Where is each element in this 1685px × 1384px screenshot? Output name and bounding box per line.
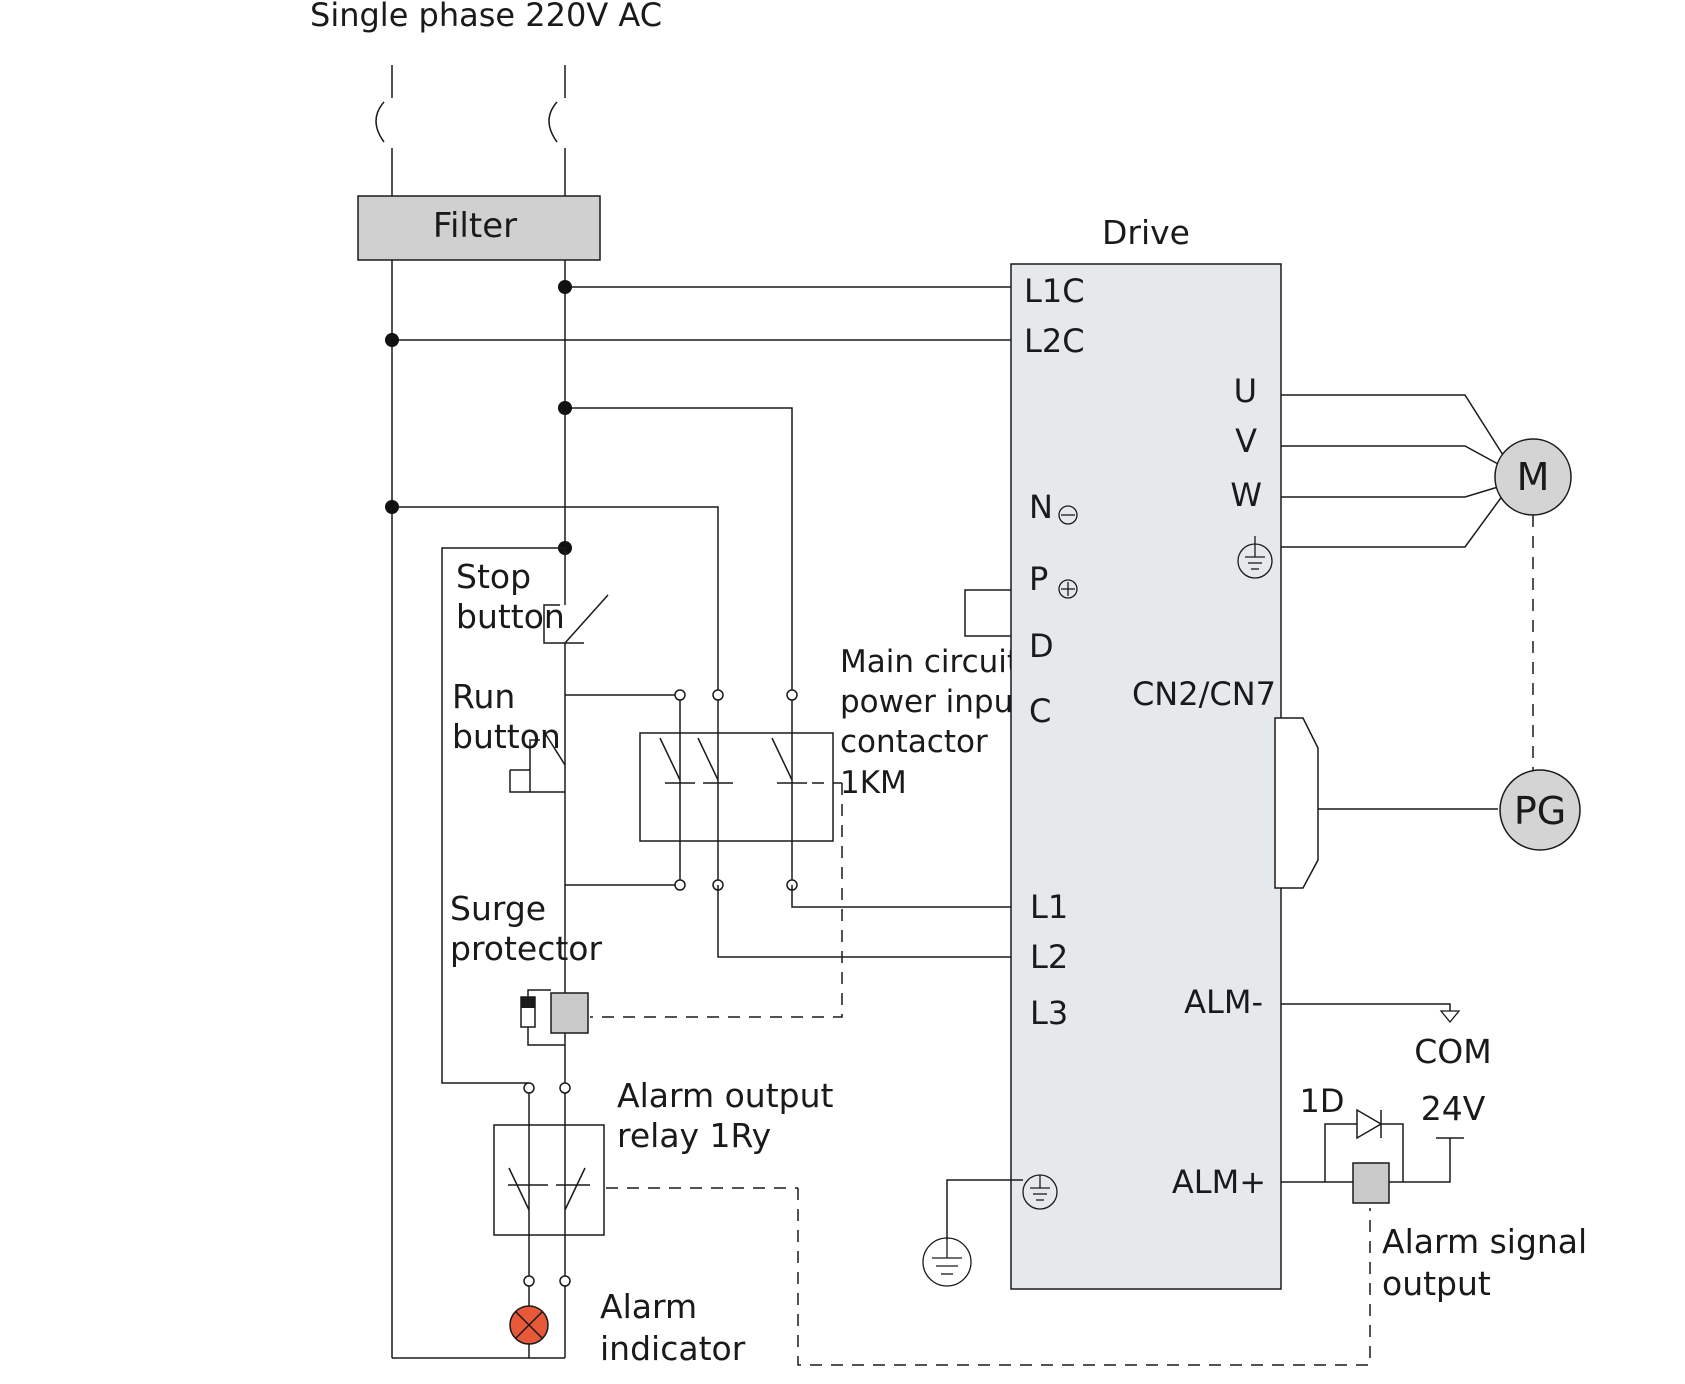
terminal-d: D: [1029, 627, 1054, 665]
terminal-l1: L1: [1030, 888, 1068, 926]
supply-wires: [385, 260, 1011, 1358]
drive-title: Drive: [1102, 213, 1190, 252]
terminal-c: C: [1029, 692, 1051, 730]
alarm-relay-label-line2: relay 1Ry: [617, 1116, 771, 1155]
terminal-l2c: L2C: [1024, 322, 1085, 360]
run-button-label-line2: button: [452, 717, 561, 756]
alm-minus-wire: [1281, 1003, 1461, 1024]
drive-block: Drive L1C L2C U V W N P D C CN2/CN7 L1 L…: [1010, 213, 1282, 1290]
plus-icon: [1058, 579, 1078, 599]
terminal-cn2-cn7: CN2/CN7: [1132, 675, 1276, 713]
filter-block: Filter: [357, 195, 601, 261]
terminal-n: N: [1029, 488, 1053, 526]
main-circuit-wires: [717, 885, 1011, 958]
junction-dot: [385, 333, 399, 347]
motor-wires: [1281, 394, 1534, 775]
alarm-indicator-label-line2: indicator: [600, 1329, 746, 1368]
contactor-1km: [565, 689, 843, 1018]
encoder-connector: [1274, 717, 1498, 889]
diode-icon: [1356, 1108, 1383, 1140]
terminal-alm-minus: ALM-: [1184, 983, 1263, 1021]
junction-dot: [558, 280, 572, 294]
supply-breakers: [375, 65, 566, 196]
junction-dot: [385, 500, 399, 514]
encoder-pg: PG: [1499, 769, 1581, 851]
alarm-indicator-lamp: [392, 1286, 566, 1359]
contactor-label-line4: 1KM: [840, 765, 907, 801]
contactor-label-line3: contactor: [840, 724, 988, 760]
ground-icon: [1022, 1174, 1058, 1210]
surge-label-line2: protector: [450, 929, 602, 968]
terminal-u: U: [1234, 372, 1257, 410]
terminal-p: P: [1029, 560, 1048, 598]
contactor-label-line1: Main circuit: [840, 644, 1019, 680]
terminal-w: W: [1230, 476, 1262, 514]
alarm-relay-label-line1: Alarm output: [617, 1076, 833, 1115]
filter-label: Filter: [433, 206, 517, 246]
v24-label: 24V: [1421, 1089, 1486, 1128]
encoder-label: PG: [1514, 789, 1566, 833]
run-button-label-line1: Run: [452, 677, 515, 716]
alarm-signal-label-line2: output: [1382, 1264, 1491, 1303]
alarm-relay: [493, 1082, 1371, 1366]
alarm-output-circuit: [1281, 1123, 1464, 1204]
stop-button-label-line1: Stop: [456, 557, 531, 596]
ground-icon: [1237, 536, 1273, 579]
terminal-l1c: L1C: [1024, 272, 1085, 310]
minus-icon: [1058, 505, 1078, 525]
alarm-indicator-label-line1: Alarm: [600, 1287, 697, 1326]
control-loop: [441, 547, 566, 1084]
terminal-l3: L3: [1030, 994, 1068, 1032]
junction-dot: [558, 401, 572, 415]
contactor-label-line2: power input: [840, 684, 1025, 720]
run-button-symbol: [509, 729, 566, 1000]
surge-label-line1: Surge: [450, 889, 546, 928]
alarm-signal-label-line1: Alarm signal: [1382, 1222, 1587, 1261]
stop-button-symbol: [543, 594, 609, 800]
servo-motor: M: [1494, 438, 1572, 516]
diode-label: 1D: [1300, 1082, 1345, 1120]
surge-protector: [520, 989, 589, 1083]
ground-icon: [922, 1237, 972, 1287]
terminal-alm-plus: ALM+: [1172, 1163, 1266, 1201]
stop-button-label-line2: button: [456, 597, 565, 636]
earth-ground: [922, 1179, 1023, 1287]
terminal-l2: L2: [1030, 938, 1068, 976]
com-label: COM: [1414, 1032, 1492, 1071]
terminal-v: V: [1235, 422, 1257, 460]
regen-jumper: [964, 589, 1011, 637]
motor-label: M: [1517, 455, 1550, 499]
supply-label: Single phase 220V AC: [310, 0, 662, 34]
